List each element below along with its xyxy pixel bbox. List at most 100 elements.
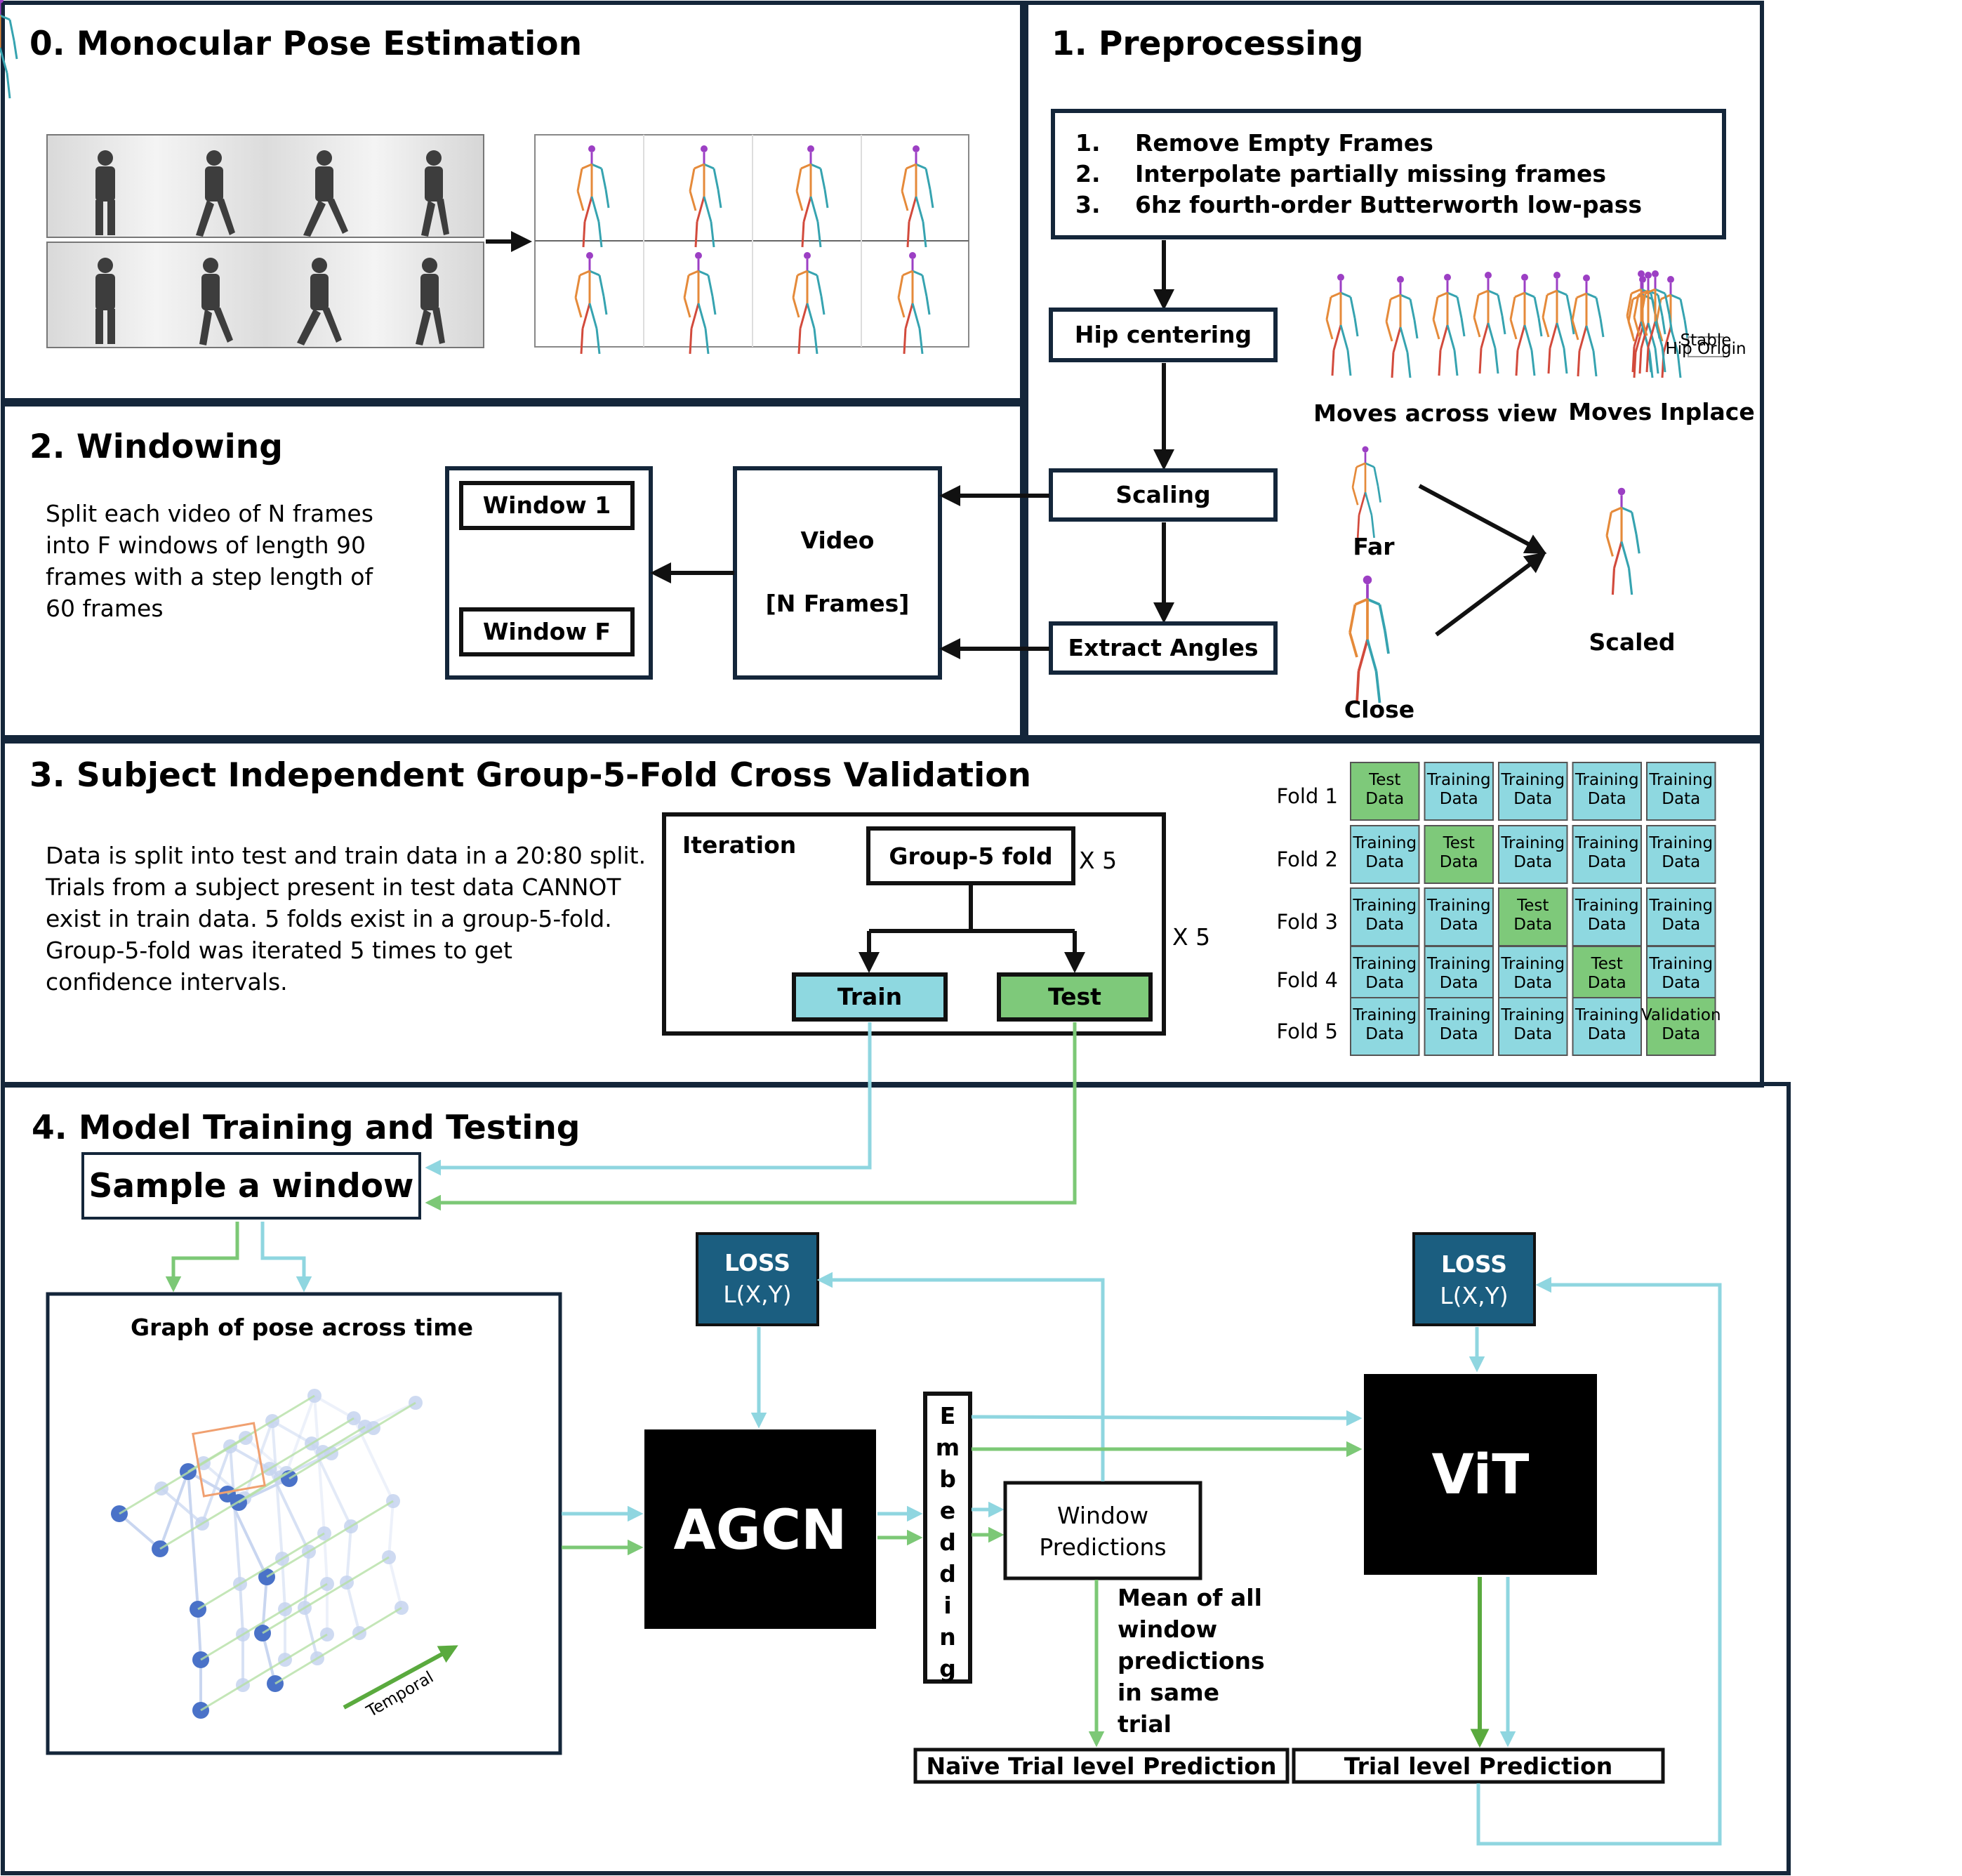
fold-cell-label: Training [1648,771,1713,789]
temporal-edge [159,1522,203,1550]
temporal-edge [281,1532,325,1560]
graph-edge [387,1500,395,1558]
temporal-edge [304,1581,347,1609]
temporal-edge [373,1401,416,1429]
graph-edge [160,1487,204,1525]
window-1-label: Window 1 [483,491,611,519]
fold-cell-label: Data [1662,853,1700,871]
moves-inplace-skeletons: Stable Hip Origin [1626,269,1746,375]
windowing-description: frames with a step length of [46,563,373,590]
graph-edge [313,1395,326,1534]
preprocessing-steps-box [1051,109,1726,239]
temporal-edge [266,1550,310,1578]
graph-edge [243,1420,274,1499]
scaled-skeleton [1605,487,1640,596]
walking-person-figure [95,258,445,345]
fold-cell [1646,887,1716,946]
video-label: Video [801,527,875,554]
scaling-label: Scaling [1115,481,1210,508]
graph-edge [239,1583,244,1635]
step-number: 2. [1075,160,1101,187]
graph-edge [352,1418,395,1502]
group-fold-label: Group-5 fold [889,843,1052,870]
graph-edge [261,1632,277,1684]
embedding-to-vit-blue [971,1410,1363,1427]
step-text: Interpolate partially missing frames [1135,160,1606,187]
trial-prediction-box [1292,1748,1665,1784]
graph-edge [268,1468,310,1552]
fold-cell-label: Data [1513,790,1552,808]
fold-cell [1424,997,1494,1056]
section-4-title: 4. Model Training and Testing [32,1109,580,1147]
trial-prediction-label: Trial level Prediction [1344,1752,1613,1780]
mean-text: in same [1118,1679,1219,1706]
fold-label: Fold 3 [1276,910,1338,934]
moves-across-label: Moves across view [1313,399,1558,427]
fold-cell [1498,887,1568,946]
fold-cell-label: Training [1352,897,1417,915]
vit-box [1364,1374,1597,1575]
scale-arrow [1418,484,1547,554]
fold-cell-label: Test [1516,897,1549,915]
loss-box [696,1232,819,1326]
window-predictions-box [1003,1481,1202,1580]
video-frames-label: [N Frames] [766,590,910,617]
fold-cell [1572,887,1642,946]
step-number: 3. [1075,191,1101,218]
fold-cell-label: Data [1365,853,1404,871]
loss-box [1412,1232,1536,1326]
iteration-split-connector [859,885,1085,973]
fold-cell-label: Training [1352,1006,1417,1024]
temporal-edge [272,1394,315,1422]
fold-cell [1572,825,1642,884]
scaling-box [1049,468,1278,522]
fold-cell [1572,997,1642,1056]
hip-centering-label: Hip centering [1075,321,1252,348]
temporal-edge [350,1500,394,1528]
step-text: Remove Empty Frames [1135,129,1433,157]
fold-cell [1424,887,1494,946]
loss-title: LOSS [724,1249,790,1276]
panel-4 [1,1082,1791,1875]
temporal-edge [331,1427,374,1455]
temporal-edge [289,1452,332,1480]
naive-prediction-label: Naïve Trial level Prediction [926,1752,1276,1780]
windowing-description: Split each video of N frames [46,500,373,527]
graph-panel [46,1292,562,1755]
walking-person-figure [95,150,449,237]
temporal-arrow [343,1645,458,1710]
temporal-edge [242,1658,286,1686]
graph-edge [303,1607,319,1659]
step-number: 1. [1075,129,1101,157]
fold-cell-label: Data [1513,974,1552,992]
stable-hip-label: Hip Origin [1665,340,1746,358]
embedding-letter: e [940,1497,955,1524]
fold-cell-label: Training [1648,955,1713,973]
far-label: Far [1353,533,1395,560]
extract-angles-box [1049,621,1278,675]
graph-edge [230,1445,270,1470]
fold-cell-label: Test [1591,955,1623,973]
trial-to-loss-loop [1476,1276,1722,1846]
fold-label: Fold 4 [1276,968,1338,992]
fold-cell-label: Validation [1641,1006,1721,1024]
step-text: 6hz fourth-order Butterworth low-pass [1135,191,1642,218]
graph-edge [271,1420,284,1559]
panel-0 [1,1,1024,402]
fold-cell-label: Training [1575,1006,1639,1024]
temporal-edge [238,1476,281,1504]
graph-edge [197,1609,202,1660]
fold-cell-label: Training [1575,834,1639,852]
temporal-edge [308,1525,352,1553]
fold-grid: Fold 1TestDataTrainingDataTrainingDataTr… [1276,762,1721,1056]
windowing-description: 60 frames [46,595,164,622]
graph-edge [118,1512,161,1550]
fold-cell-label: Training [1648,897,1713,915]
temporal-edge [284,1583,328,1611]
temporal-edge [201,1497,245,1525]
fold-cell-label: Data [1513,916,1552,934]
fold-cell-label: Training [1575,897,1639,915]
train-flow-line [425,1022,872,1176]
temporal-edge [239,1557,283,1585]
loss-function: L(X,Y) [723,1281,791,1308]
